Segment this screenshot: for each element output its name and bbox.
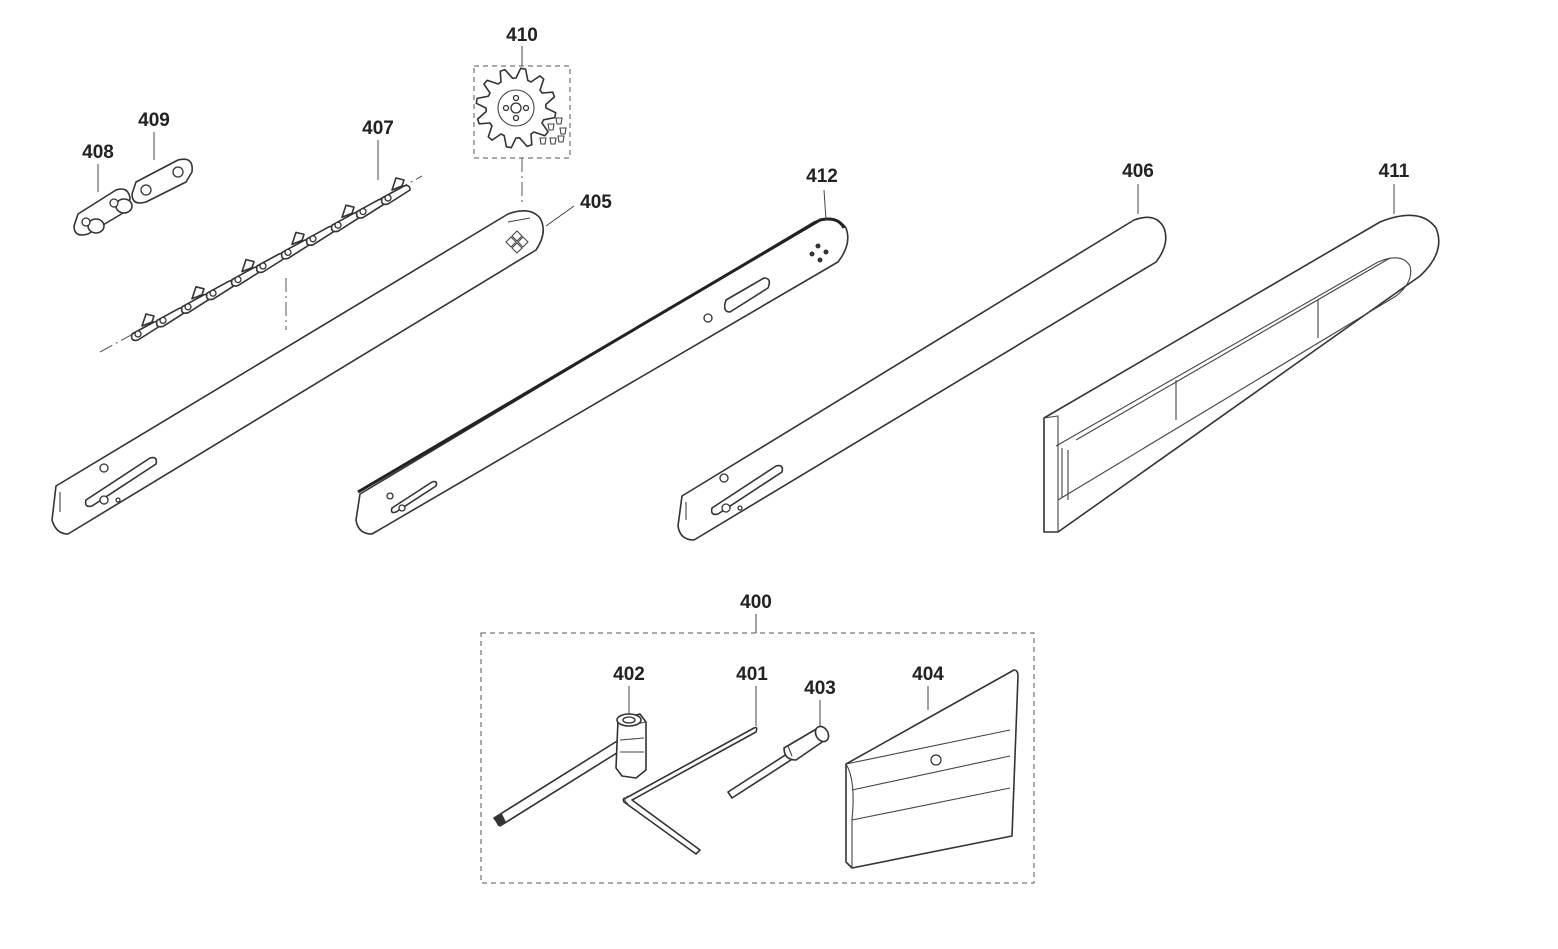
chain-rivet — [284, 248, 292, 257]
part-409-side-plate[interactable] — [131, 158, 194, 204]
label-400: 400 — [740, 592, 772, 613]
chain-cutter-tooth — [341, 204, 355, 218]
chain-rivet — [359, 207, 367, 216]
chain-link — [305, 225, 336, 246]
chain-cutter-tooth — [291, 231, 305, 246]
part-411-scabbard[interactable] — [1043, 214, 1440, 533]
label-409: 409 — [138, 110, 170, 131]
label-410: 410 — [506, 25, 538, 46]
chain-rivet — [309, 235, 317, 243]
label-401: 401 — [736, 664, 768, 685]
chain-link — [205, 279, 236, 301]
part-406-guide-bar[interactable] — [677, 216, 1167, 541]
chain-rivet — [334, 221, 342, 229]
part-407-saw-chain[interactable] — [130, 177, 411, 342]
label-402: 402 — [613, 664, 645, 685]
part-405-guide-bar[interactable] — [51, 210, 544, 535]
chain-cutter-tooth — [391, 177, 405, 191]
chain-link — [355, 198, 386, 219]
chain-rivet — [384, 194, 392, 202]
label-403: 403 — [804, 678, 836, 699]
label-411: 411 — [1379, 161, 1410, 182]
part-403-screwdriver[interactable] — [727, 724, 831, 799]
label-407: 407 — [362, 118, 394, 139]
part-410-sprocket[interactable] — [475, 67, 567, 149]
part-401-hex-key[interactable] — [622, 726, 758, 855]
label-404: 404 — [912, 664, 944, 685]
chain-rivet — [134, 330, 142, 338]
chain-rivet — [159, 316, 167, 325]
label-406: 406 — [1122, 161, 1154, 182]
chain-rivet — [209, 289, 217, 297]
part-412-guide-bar[interactable] — [355, 217, 849, 535]
label-408: 408 — [82, 142, 114, 163]
chain-link — [255, 252, 286, 274]
chain-cutter-tooth — [191, 286, 205, 300]
label-412: 412 — [806, 166, 838, 187]
chain-rivet — [259, 262, 267, 270]
part-402-spanner[interactable] — [493, 713, 647, 827]
chain-link — [155, 307, 186, 328]
tool-kit-box — [480, 632, 1035, 884]
chain-rivet — [234, 275, 242, 284]
label-405: 405 — [580, 192, 612, 213]
part-404-file-guide[interactable] — [845, 669, 1019, 869]
chain-rivet — [184, 303, 192, 311]
chain-cutter-tooth — [141, 313, 155, 327]
part-408-rivet-link[interactable] — [73, 188, 133, 236]
chain-cutter-tooth — [241, 258, 255, 273]
